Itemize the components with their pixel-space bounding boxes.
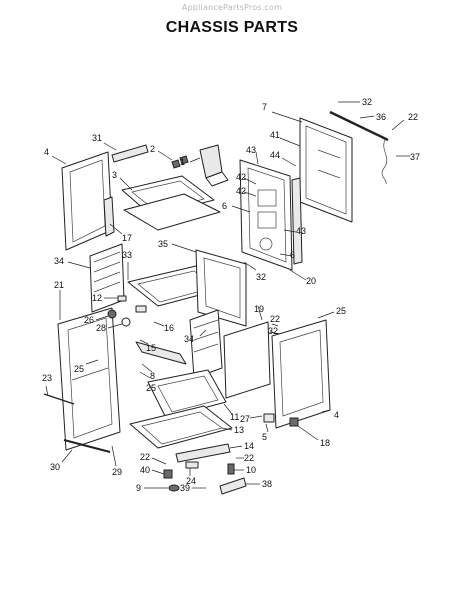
callout-4: 4 xyxy=(44,147,49,157)
callout-44: 44 xyxy=(270,150,280,160)
part-cabinet-frame xyxy=(57,307,121,451)
callout-36: 36 xyxy=(376,112,386,122)
part-back-panel xyxy=(299,117,353,223)
callout-17: 17 xyxy=(122,233,132,243)
callout-43b: 43 xyxy=(296,226,306,236)
part-vertical-rod xyxy=(43,393,75,405)
callout-6b: 6 xyxy=(290,250,295,260)
part-leveling-foot xyxy=(219,463,247,495)
callout-18: 18 xyxy=(320,438,330,448)
callout-40: 40 xyxy=(140,465,150,475)
callout-23: 23 xyxy=(42,373,52,383)
part-broiler-drawer xyxy=(147,369,227,419)
callout-37: 37 xyxy=(410,152,420,162)
callout-7: 7 xyxy=(262,102,267,112)
part-side-wall xyxy=(195,249,247,327)
callout-31: 31 xyxy=(92,133,102,143)
callout-4b: 4 xyxy=(334,410,339,420)
callout-42b: 42 xyxy=(236,186,246,196)
callout-11: 11 xyxy=(230,412,239,422)
callout-30: 30 xyxy=(50,462,60,472)
callout-16: 16 xyxy=(164,323,174,333)
part-wire-harness xyxy=(381,139,388,185)
part-leveling-parts xyxy=(163,461,199,492)
part-inner-door xyxy=(223,321,271,399)
callout-8: 8 xyxy=(150,371,155,381)
part-drawer-bottom xyxy=(129,405,233,449)
part-side-strip xyxy=(103,196,115,237)
callout-2: 2 xyxy=(150,144,155,154)
part-bottom-rod xyxy=(63,439,111,453)
callout-10: 10 xyxy=(246,465,256,475)
callout-14: 14 xyxy=(244,441,254,451)
callout-29: 29 xyxy=(112,467,122,477)
part-bracket xyxy=(199,144,229,187)
callout-38: 38 xyxy=(262,479,272,489)
callout-43: 43 xyxy=(246,145,256,155)
part-drawer-rail xyxy=(175,443,231,463)
callout-20: 20 xyxy=(306,276,316,286)
part-rod xyxy=(329,110,389,142)
callout-32: 32 xyxy=(362,97,372,107)
callout-39: 39 xyxy=(180,483,190,493)
callout-33: 33 xyxy=(122,250,132,260)
callout-5: 5 xyxy=(262,432,267,442)
part-rear-bracket xyxy=(291,177,303,265)
callout-28: 28 xyxy=(96,323,106,333)
callout-26: 26 xyxy=(84,315,94,325)
callout-22b: 22 xyxy=(270,314,280,324)
callout-34b: 34 xyxy=(184,334,194,344)
callout-22d: 22 xyxy=(140,452,150,462)
watermark: AppliancePartsPros.com xyxy=(181,3,283,12)
callout-41: 41 xyxy=(270,130,280,140)
part-label-strip xyxy=(111,144,149,163)
part-burner-rack-right xyxy=(189,309,223,379)
callout-3: 3 xyxy=(112,170,117,180)
part-small-components xyxy=(107,295,147,327)
callout-22c: 22 xyxy=(244,453,254,463)
callout-6: 6 xyxy=(222,201,227,211)
callout-22: 22 xyxy=(408,112,418,122)
callout-19: 19 xyxy=(254,304,264,314)
callout-32c: 32 xyxy=(268,326,278,336)
callout-13: 13 xyxy=(234,425,244,435)
part-hinge-blocks xyxy=(263,413,299,427)
callout-25b: 25 xyxy=(146,383,156,393)
part-door-outer xyxy=(271,319,331,429)
callout-24: 24 xyxy=(186,476,196,486)
callout-25c: 25 xyxy=(336,306,346,316)
callout-1: 1 xyxy=(180,157,185,167)
callout-32b: 32 xyxy=(256,272,266,282)
part-burner-tube xyxy=(135,341,187,365)
callout-27: 27 xyxy=(240,414,250,424)
page-title: CHASSIS PARTS xyxy=(165,19,299,36)
callout-42: 42 xyxy=(236,172,246,182)
part-screws xyxy=(171,155,189,169)
part-inner-rear-panel xyxy=(239,159,293,271)
callout-25: 25 xyxy=(74,364,84,374)
callout-35: 35 xyxy=(158,239,168,249)
callout-34: 34 xyxy=(54,256,64,266)
callout-labels: 31 4 2 1 3 17 34 33 35 21 12 26 xyxy=(42,97,420,493)
callout-21: 21 xyxy=(54,280,64,290)
callout-12: 12 xyxy=(92,293,102,303)
callout-15: 15 xyxy=(146,343,156,353)
part-top-frame xyxy=(123,193,221,231)
callout-9: 9 xyxy=(136,483,141,493)
